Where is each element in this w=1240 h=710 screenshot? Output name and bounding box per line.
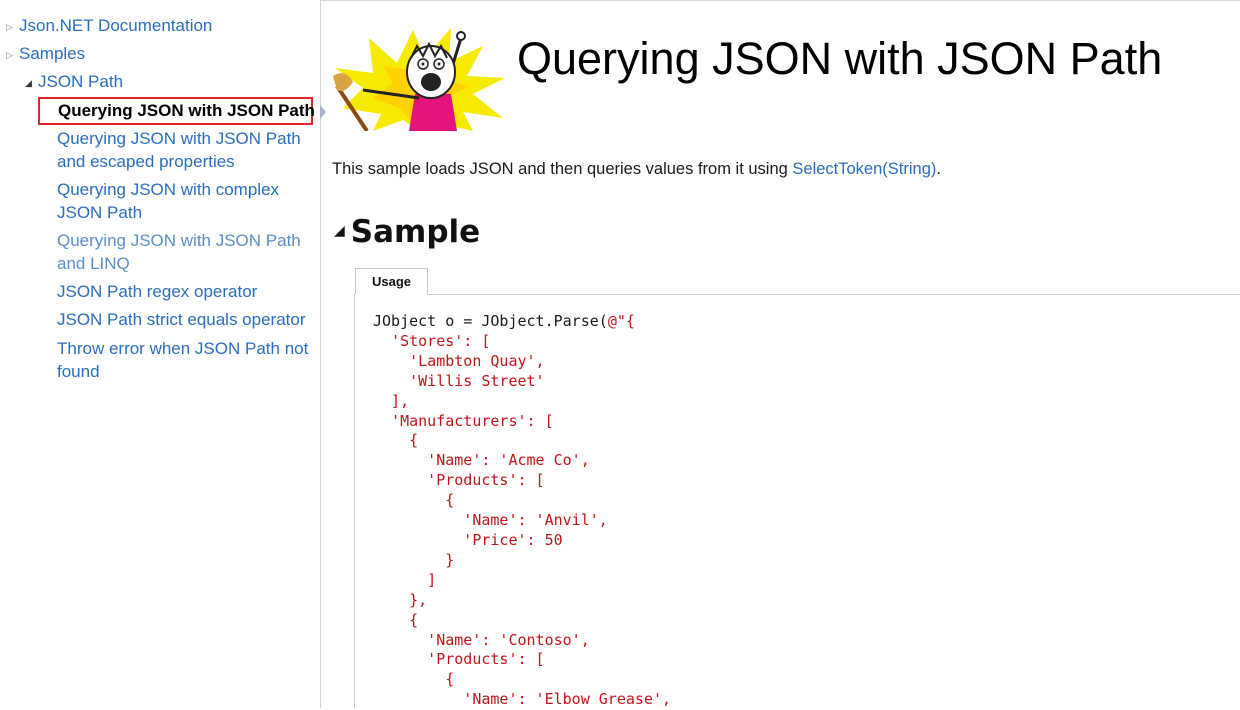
section-title: Sample	[350, 214, 481, 250]
toc-item-complex-json-path[interactable]: Querying JSON with complex JSON Path	[57, 178, 312, 224]
toc-item-throw-error[interactable]: Throw error when JSON Path not found	[57, 337, 312, 383]
toc-selected-label: Querying JSON with JSON Path	[58, 101, 315, 120]
toc-item-label-line2: and LINQ	[57, 254, 130, 273]
code-line: 'Products': [	[373, 471, 545, 490]
intro-text: This sample loads JSON and then queries …	[332, 160, 793, 178]
toc-item-label: JSON Path	[38, 72, 124, 91]
intro-paragraph: This sample loads JSON and then queries …	[332, 158, 941, 180]
toc-item-label: Samples	[19, 44, 86, 63]
code-line: {	[373, 610, 419, 629]
collapse-triangle-icon[interactable]: ◢	[25, 78, 32, 88]
toc-item-label: JSON Path regex operator	[57, 282, 258, 301]
toc-item-escaped-properties[interactable]: Querying JSON with JSON Path and escaped…	[57, 127, 312, 173]
toc-item-strict-equals-operator[interactable]: JSON Path strict equals operator	[57, 308, 312, 331]
toc-item-label-line2: and escaped properties	[57, 152, 235, 171]
tab-strip-line	[354, 294, 1240, 295]
toc-item-json-path-linq[interactable]: Querying JSON with JSON Path and LINQ	[57, 229, 312, 275]
toc-sidebar: ▷ Json.NET Documentation ▷ Samples ◢ JSO…	[0, 0, 321, 708]
code-line: }	[373, 550, 455, 569]
code-line: 'Lambton Quay',	[373, 351, 545, 370]
intro-suffix: .	[936, 160, 941, 178]
code-line: 'Name': 'Acme Co',	[373, 451, 590, 470]
code-line: 'Willis Street'	[373, 371, 545, 390]
sidebar-collapse-icon[interactable]	[319, 104, 327, 120]
toc-item-label-line2: JSON Path	[57, 203, 143, 222]
code-panel	[354, 294, 1240, 708]
toc-item-label-line1: Querying JSON with JSON Path	[57, 129, 301, 148]
code-line: 'Stores': [	[373, 331, 491, 350]
code-line: 'Price': 50	[373, 530, 563, 549]
toc-item-label-line1: Querying JSON with JSON Path	[57, 231, 301, 250]
code-line: 'Name': 'Anvil',	[373, 511, 608, 530]
selecttoken-link[interactable]: SelectToken(String)	[792, 160, 937, 178]
code-line: 'Manufacturers': [	[373, 411, 554, 430]
toc-item-label-line1: Throw error when JSON Path not	[57, 339, 309, 358]
toc-item-label: Json.NET Documentation	[19, 16, 213, 35]
code-line: {	[373, 431, 419, 450]
code-line: ],	[373, 391, 410, 410]
toc-item-label-line2: found	[57, 362, 100, 381]
code-string: @"{	[607, 312, 635, 330]
toc-item-label: JSON Path strict equals operator	[57, 310, 306, 329]
toc-item-selected[interactable]: Querying JSON with JSON Path	[38, 97, 315, 125]
expand-triangle-icon[interactable]: ▷	[6, 22, 13, 32]
toc-item-regex-operator[interactable]: JSON Path regex operator	[57, 280, 312, 303]
x-all-the-y-meme-icon	[333, 28, 505, 131]
page-title: Querying JSON with JSON Path	[517, 33, 1163, 84]
toc-item-label-line1: Querying JSON with complex	[57, 180, 280, 199]
collapse-triangle-icon[interactable]: ◢	[334, 221, 345, 238]
code-line: JObject o = JObject.Parse(	[373, 312, 608, 330]
code-line: },	[373, 590, 428, 609]
code-line: ]	[373, 570, 437, 589]
expand-triangle-icon[interactable]: ▷	[6, 50, 13, 60]
section-sample-header[interactable]: ◢ Sample	[334, 214, 480, 250]
code-line: 'Name': 'Elbow Grease',	[373, 690, 672, 709]
code-line: {	[373, 670, 455, 689]
code-line: 'Name': 'Contoso',	[373, 630, 590, 649]
top-border	[0, 0, 1240, 1]
code-line: 'Products': [	[373, 650, 545, 669]
tab-usage[interactable]: Usage	[355, 268, 428, 295]
code-line: {	[373, 491, 455, 510]
code-block: JObject o = JObject.Parse(@"{ 'Stores': …	[373, 312, 671, 710]
